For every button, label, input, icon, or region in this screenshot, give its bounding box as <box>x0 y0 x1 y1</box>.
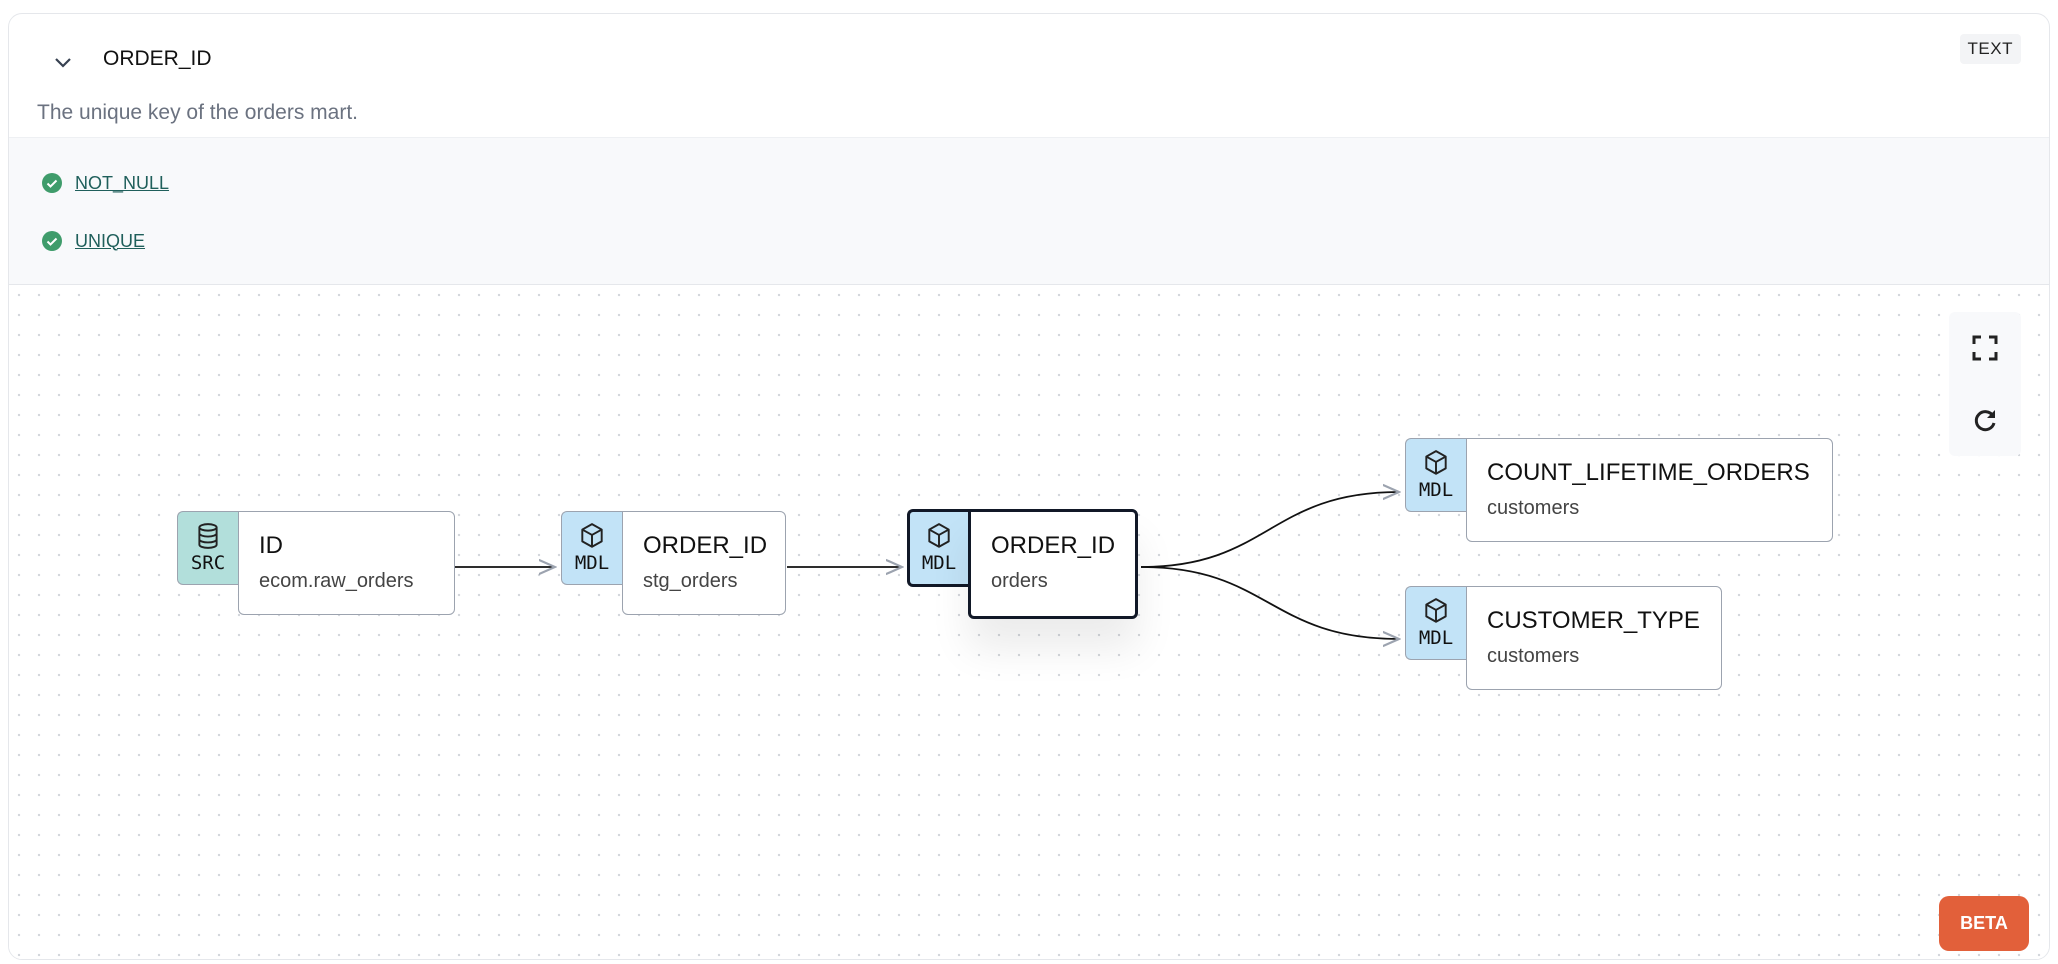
node-name: ID <box>259 532 283 559</box>
test-item: NOT_NULL <box>41 172 169 194</box>
check-circle-icon <box>42 231 62 251</box>
node-kind: MDL <box>921 552 957 574</box>
node-parent: orders <box>991 570 1048 592</box>
cube-icon <box>928 523 950 548</box>
node-name: COUNT_LIFETIME_ORDERS <box>1487 459 1810 486</box>
refresh-button[interactable] <box>1949 384 2021 456</box>
beta-badge[interactable]: BETA <box>1939 896 2029 951</box>
node-kind: MDL <box>1418 479 1454 501</box>
cube-icon <box>1425 598 1447 623</box>
graph-controls <box>1949 312 2021 456</box>
fullscreen-button[interactable] <box>1949 312 2021 384</box>
node-name: ORDER_ID <box>991 532 1116 559</box>
cube-icon <box>581 523 603 548</box>
test-link-not-null[interactable]: NOT_NULL <box>75 172 170 193</box>
test-link-unique[interactable]: UNIQUE <box>75 230 146 251</box>
database-icon <box>198 523 218 549</box>
lineage-edges <box>455 285 2050 960</box>
node-name: ORDER_ID <box>643 532 768 559</box>
lineage-node[interactable]: MDL CUSTOMER_TYPE customers <box>1405 586 1722 690</box>
refresh-icon <box>1974 410 1996 432</box>
column-description: The unique key of the orders mart. <box>37 101 358 124</box>
edge <box>1140 566 1399 639</box>
column-type-badge: TEXT <box>1959 34 2021 64</box>
check-circle-icon <box>42 173 62 193</box>
lineage-node[interactable]: MDL COUNT_LIFETIME_ORDERS customers <box>1405 438 1833 542</box>
column-card: ORDER_ID TEXT The unique key of the orde… <box>8 13 2050 960</box>
node-parent: customers <box>1487 645 1580 667</box>
lineage-node[interactable]: SRC ID ecom.raw_orders <box>177 511 455 615</box>
lineage-node[interactable]: MDL ORDER_ID stg_orders <box>561 511 786 615</box>
node-parent: stg_orders <box>643 570 738 592</box>
node-kind: MDL <box>1418 627 1454 649</box>
column-name: ORDER_ID <box>103 47 212 70</box>
node-kind: MDL <box>574 552 610 574</box>
node-name: CUSTOMER_TYPE <box>1487 607 1700 634</box>
tests-section: NOT_NULL UNIQUE <box>9 137 2049 285</box>
cube-icon <box>1425 450 1447 475</box>
node-parent: ecom.raw_orders <box>259 570 414 592</box>
node-kind: SRC <box>190 552 226 574</box>
lineage-graph[interactable]: SRC ID ecom.raw_orders MDL ORDER_ID stg_or… <box>9 285 2050 960</box>
edge <box>1140 492 1399 568</box>
test-item: UNIQUE <box>41 230 145 252</box>
fullscreen-icon <box>1972 335 1998 361</box>
chevron-down-icon[interactable] <box>51 50 75 74</box>
node-parent: customers <box>1487 497 1580 519</box>
